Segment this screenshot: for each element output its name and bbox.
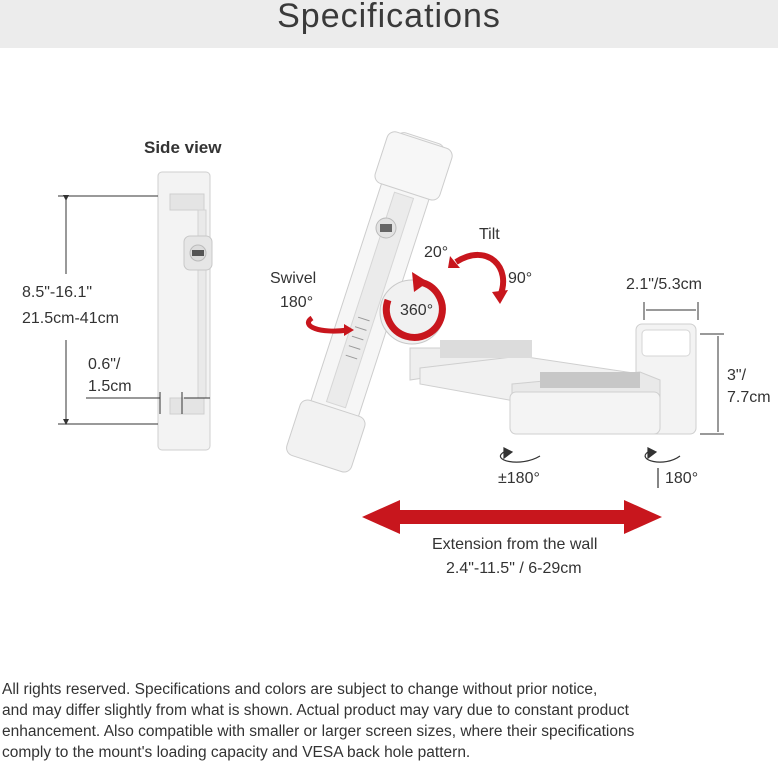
tilt-up-value: 20° <box>424 244 449 261</box>
tilt-down-value: 90° <box>508 270 533 287</box>
extension-value: 2.4"-11.5" / 6-29cm <box>446 560 582 577</box>
swivel-value: 180° <box>280 294 314 311</box>
header-bar: Specifications <box>0 0 778 48</box>
wall-rotation-value: 180° <box>665 470 699 487</box>
footer-line: and may differ slightly from what is sho… <box>2 702 629 719</box>
wall-rotation-arrow <box>644 447 681 488</box>
plate-height-metric: 7.7cm <box>727 389 771 406</box>
swivel-label: Swivel <box>270 270 317 287</box>
product-diagram <box>58 131 724 534</box>
footer-line: enhancement. Also compatible with smalle… <box>2 723 635 740</box>
footer-line: comply to the mount's loading capacity a… <box>2 744 471 761</box>
side-view-dimensions <box>58 195 210 425</box>
tilt-label: Tilt <box>479 226 500 243</box>
plate-height-imperial: 3"/ <box>727 367 747 384</box>
page-title: Specifications <box>277 0 501 35</box>
side-view-height-imperial: 8.5"-16.1" <box>22 284 93 301</box>
side-view-drawing <box>157 171 213 451</box>
extension-label: Extension from the wall <box>432 536 598 553</box>
swivel-arrow <box>305 315 354 336</box>
rotation-value: 360° <box>400 302 434 319</box>
footer-line: All rights reserved. Specifications and … <box>2 681 598 698</box>
side-view-height-metric: 21.5cm-41cm <box>22 310 119 327</box>
rotation-arrow <box>382 272 446 341</box>
extension-arrow <box>362 500 662 534</box>
side-view-depth-metric: 1.5cm <box>88 378 132 395</box>
arm-rotation-arrow <box>499 447 541 463</box>
tilt-arrow <box>448 252 508 304</box>
footer-disclaimer: All rights reserved. Specifications and … <box>2 679 778 763</box>
side-view-title: Side view <box>144 138 222 157</box>
mount-drawing <box>286 131 697 473</box>
side-view-depth-imperial: 0.6"/ <box>88 356 121 373</box>
plate-width: 2.1"/5.3cm <box>626 276 702 293</box>
plate-dimensions <box>643 302 724 435</box>
arm-rotation-value: ±180° <box>498 470 540 487</box>
